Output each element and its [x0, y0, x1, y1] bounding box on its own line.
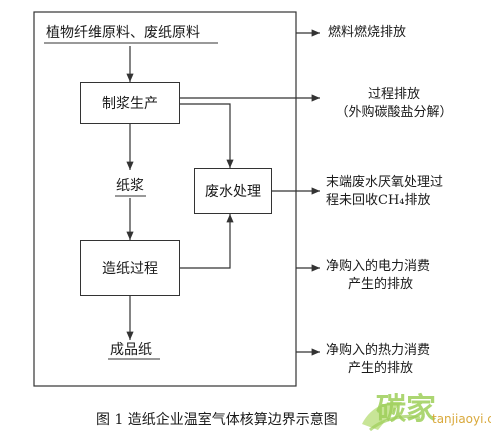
electric-emission-line2: 产生的排放 [348, 277, 414, 292]
wastewater-box: 废水处理 [194, 168, 272, 214]
product-label: 成品纸 [110, 342, 152, 358]
anaerobic-emission-line1: 末端废水厌氧处理过 [326, 175, 444, 190]
watermark-url: tanjiaoyi.com [432, 412, 491, 426]
pulping-box: 制浆生产 [80, 82, 180, 124]
figure-caption: 图 1 造纸企业温室气体核算边界示意图 [96, 412, 338, 428]
pulping-label: 制浆生产 [102, 96, 158, 112]
watermark-logo [362, 401, 421, 432]
watermark-brand: 碳家 [376, 392, 436, 427]
anaerobic-emission-line2: 程未回收CH₄排放 [326, 193, 431, 208]
arrow-pulping-to-wastewater [180, 103, 234, 168]
process-emission-line2: （外购碳酸盐分解） [335, 105, 453, 120]
papermaking-label: 造纸过程 [102, 261, 158, 277]
electric-emission-line1: 净购入的电力消费 [326, 259, 431, 274]
process-emission-line1: 过程排放 [367, 87, 420, 102]
fuel-emission-label: 燃料燃烧排放 [328, 25, 407, 40]
papermaking-box: 造纸过程 [80, 240, 180, 296]
boundary-frame [33, 11, 297, 387]
arrow-papermaking-to-wastewater [180, 214, 234, 269]
input-materials-label: 植物纤维原料、废纸原料 [46, 25, 200, 41]
heat-emission-line2: 产生的排放 [348, 361, 414, 376]
wastewater-label: 废水处理 [205, 184, 261, 200]
heat-emission-line1: 净购入的热力消费 [326, 343, 431, 358]
pulp-label: 纸浆 [116, 178, 144, 194]
